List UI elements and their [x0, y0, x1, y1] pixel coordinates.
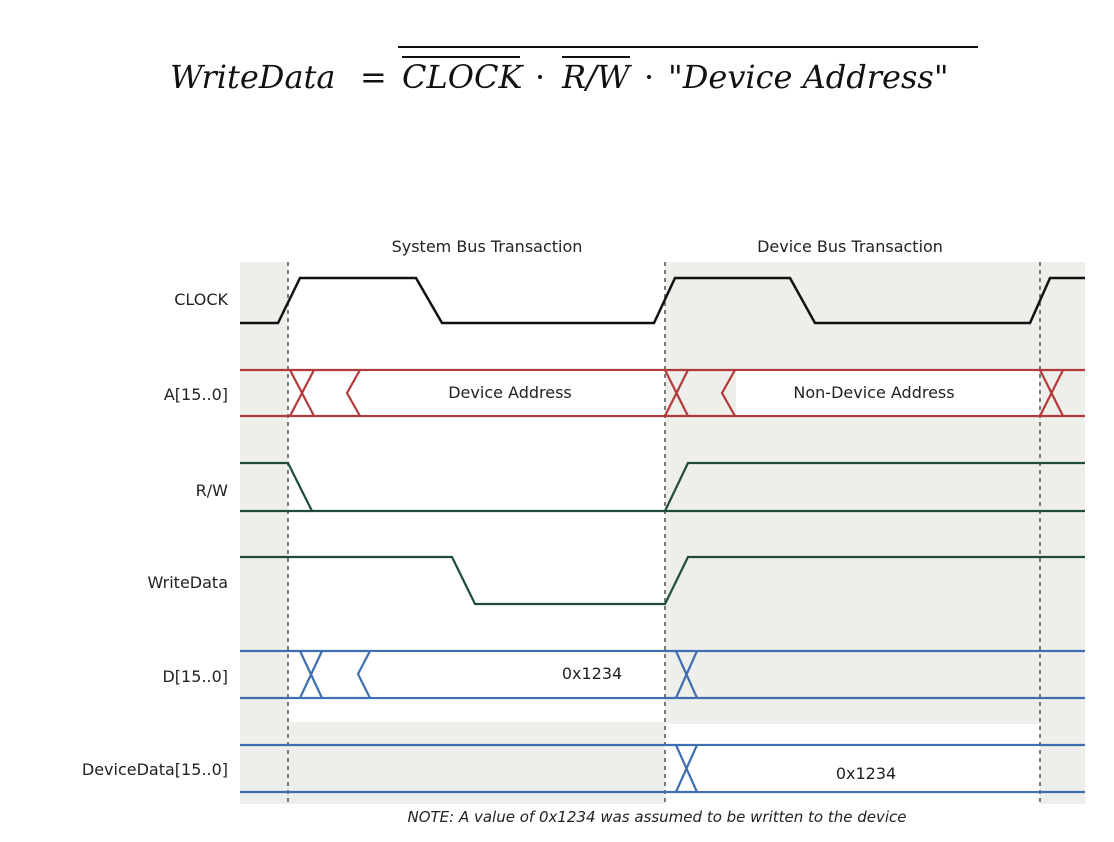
waveform-address-x2-b	[664, 369, 689, 417]
shade-right	[1040, 262, 1085, 804]
equation-term-clock: CLOCK	[402, 58, 523, 96]
waveform-rw-high	[240, 461, 1085, 513]
shade-system-devicedata	[288, 722, 665, 804]
section-title-device: Device Bus Transaction	[757, 237, 943, 256]
equation-term-rw: R/W	[562, 58, 630, 96]
address-system-value: Device Address	[448, 383, 572, 402]
signal-label-dbus: D[15..0]	[162, 667, 228, 686]
waveform-address-chevron-1	[345, 369, 361, 417]
equation-outer-overline	[398, 46, 978, 48]
devicedata-device-value: 0x1234	[836, 764, 896, 783]
waveform-writedata	[240, 555, 1085, 606]
address-device-fill	[736, 371, 1039, 415]
signal-label-clock: CLOCK	[174, 290, 228, 309]
equation-equals: =	[360, 58, 387, 96]
dbus-system-fill	[371, 652, 664, 697]
signal-label-writedata: WriteData	[148, 573, 228, 592]
shade-device	[665, 262, 1040, 724]
signal-label-rw: R/W	[196, 481, 229, 500]
section-title-system: System Bus Transaction	[392, 237, 583, 256]
equation-lhs: WriteData	[170, 58, 336, 96]
signal-label-devicedata: DeviceData[15..0]	[82, 760, 228, 779]
waveform-address-chevron-2	[720, 369, 736, 417]
address-system-fill	[361, 371, 664, 415]
waveform-dbus-chevron	[356, 650, 371, 699]
equation-dot-1: ·	[535, 58, 546, 96]
equation-term-device-address: "Device Address"	[668, 58, 949, 96]
equation-dot-2: ·	[644, 58, 655, 96]
waveform-dbus-x1-b	[299, 650, 323, 699]
devicedata-device-fill	[698, 746, 1039, 791]
waveform-dbus-x2-b	[674, 650, 699, 699]
dbus-system-value: 0x1234	[562, 664, 622, 683]
address-device-value: Non-Device Address	[793, 383, 954, 402]
equation: WriteData = CLOCK · R/W · "Device Addres…	[170, 40, 990, 110]
equation-clock-overline	[402, 56, 520, 58]
equation-rw-overline	[562, 56, 630, 58]
waveform-devicedata-x-b	[674, 744, 699, 793]
waveform-address-x1-b	[289, 369, 315, 417]
waveform-clock	[240, 276, 1085, 325]
shade-left	[240, 262, 288, 804]
timing-note: NOTE: A value of 0x1234 was assumed to b…	[407, 808, 906, 826]
signal-label-address: A[15..0]	[164, 385, 228, 404]
waveform-address-x3-b	[1039, 369, 1064, 417]
